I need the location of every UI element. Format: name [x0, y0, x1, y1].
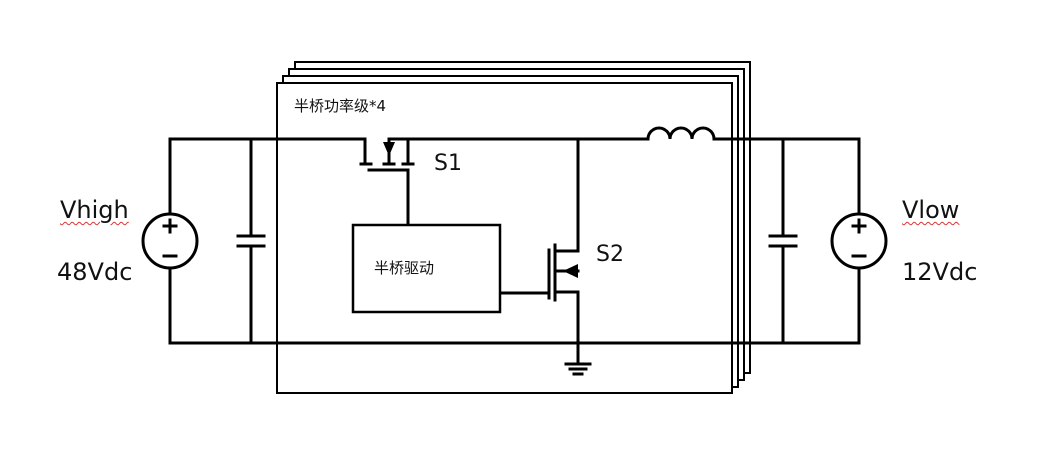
driver-label: 半桥驱动 [374, 259, 435, 277]
cap-low-plates [768, 234, 798, 248]
vhigh-name-label: Vhigh [60, 196, 129, 224]
s2-mosfet-symbol [499, 243, 580, 345]
inductor [646, 126, 716, 141]
s2-label: S2 [596, 242, 624, 267]
vhigh-source-symbol [141, 212, 199, 270]
power-stage-label: 半桥功率级*4 [294, 97, 387, 115]
vlow-value-label: 12Vdc [902, 258, 978, 286]
vlow-source-symbol [830, 212, 888, 270]
vlow-plus-icon [851, 218, 867, 234]
s1-label: S1 [434, 151, 462, 176]
cap-high-plates [236, 234, 266, 248]
ground-icon [564, 341, 592, 376]
half-bridge-driver-box [351, 223, 502, 314]
vhigh-value-label: 48Vdc [57, 258, 133, 286]
s1-mosfet-symbol [359, 137, 415, 226]
vlow-name-label: Vlow [902, 196, 960, 224]
vhigh-plus-icon [162, 218, 178, 234]
